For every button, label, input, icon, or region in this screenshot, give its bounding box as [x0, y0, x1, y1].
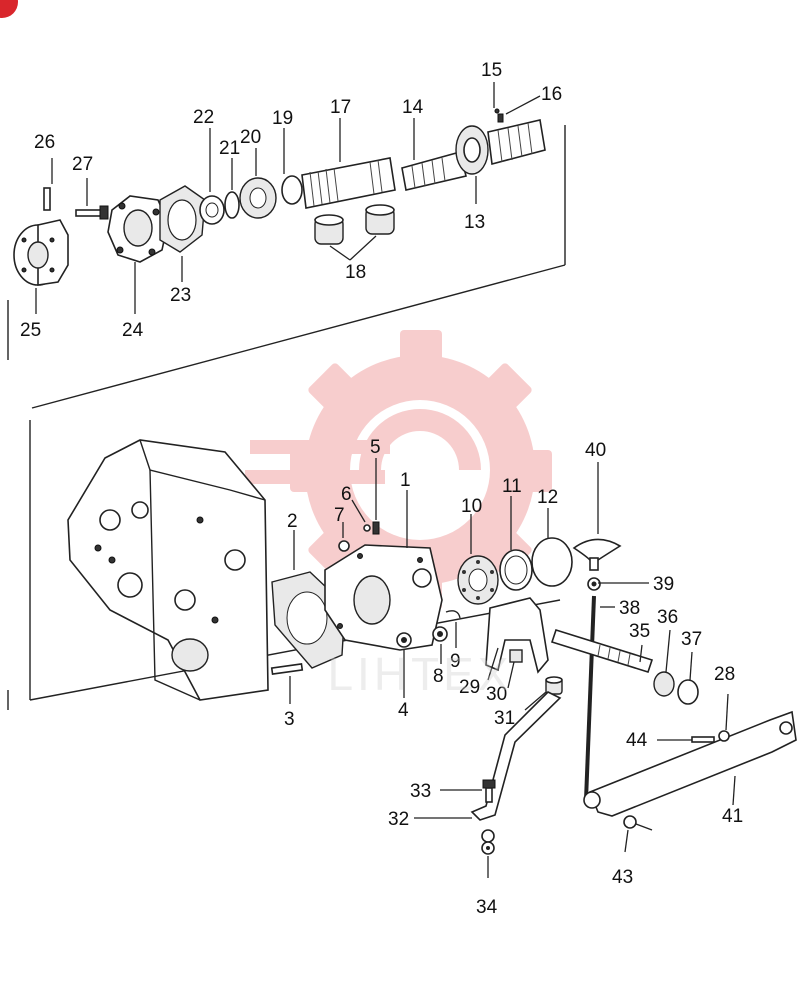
part-6-washer [363, 524, 371, 532]
callout-1: 1 [400, 470, 411, 491]
callout-16: 16 [541, 84, 562, 105]
part-3-stud [270, 663, 304, 675]
part-37-washer [677, 679, 699, 705]
callout-15: 15 [481, 60, 502, 81]
callout-18: 18 [345, 262, 366, 283]
callout-12: 12 [537, 487, 558, 508]
transmission-case [67, 439, 269, 701]
part-1-pto-housing [324, 544, 443, 651]
callout-38: 38 [619, 598, 640, 619]
callout-30: 30 [486, 684, 507, 705]
callout-44: 44 [626, 730, 648, 751]
callout-20: 20 [240, 127, 261, 148]
corner-badge [0, 0, 18, 18]
leader-lines [35, 82, 736, 878]
part-33-bolt [482, 779, 496, 803]
callout-5: 5 [370, 437, 381, 458]
part-19-spacer [281, 175, 303, 205]
part-4-nut [396, 632, 412, 648]
part-22-hole [205, 202, 219, 218]
callout-36: 36 [657, 607, 678, 628]
callout-10: 10 [461, 496, 482, 517]
part-26-pin [43, 187, 51, 211]
part-44-bolt [691, 736, 715, 743]
callout-3: 3 [284, 709, 295, 730]
callout-37: 37 [681, 629, 702, 650]
part-43-pin [623, 815, 653, 831]
callout-28: 28 [714, 664, 735, 685]
callout-39: 39 [653, 574, 674, 595]
callout-4: 4 [398, 700, 409, 721]
part-11-ring-inner [504, 555, 528, 585]
callout-40: 40 [585, 440, 606, 461]
callout-7: 7 [334, 505, 345, 526]
part-8-nut [432, 626, 448, 642]
callout-27: 27 [72, 154, 93, 175]
callout-11: 11 [502, 476, 522, 497]
callout-35: 35 [629, 621, 650, 642]
part-12-ring [531, 537, 573, 587]
callout-25: 25 [20, 320, 41, 341]
part-9-pin [445, 610, 461, 619]
part-17-gear-shaft [301, 157, 396, 209]
part-15-ball [494, 108, 500, 114]
part-16-gear-end [487, 119, 546, 166]
watermark-logo [245, 330, 552, 610]
callout-41: 41 [722, 806, 743, 827]
callout-29: 29 [459, 677, 480, 698]
callout-23: 23 [170, 285, 191, 306]
part-20-bearing [239, 177, 277, 219]
callout-19: 19 [272, 108, 293, 129]
part-24-housing [107, 195, 169, 263]
callout-17: 17 [330, 97, 351, 118]
part-36-seal [653, 671, 675, 697]
upper-section-frame [7, 125, 566, 701]
part-18-bushings [314, 204, 395, 245]
part-30-block [509, 649, 523, 663]
part-39-nut [587, 577, 601, 591]
part-7-plug [338, 540, 350, 552]
part-40-knob [572, 538, 622, 571]
part-21-ring [224, 191, 240, 219]
watermark-text: LIHTEX [327, 648, 512, 700]
callout-24: 24 [122, 320, 144, 341]
callout-2: 2 [287, 511, 298, 532]
part-31-bushing [545, 676, 563, 695]
part-10-bearing [457, 555, 499, 605]
part-14-output-shaft [401, 151, 467, 191]
part-5-bolt [372, 521, 380, 535]
part-27-bolt [75, 205, 109, 220]
callout-9: 9 [450, 651, 461, 672]
callout-21: 21 [219, 138, 240, 159]
callout-22: 22 [193, 107, 214, 128]
callout-32: 32 [388, 809, 409, 830]
part-38-rod [584, 595, 596, 801]
part-16-key [497, 113, 504, 123]
part-25-flange [13, 219, 69, 286]
callout-13: 13 [464, 212, 485, 233]
part-28-nut [718, 730, 730, 742]
callout-43: 43 [612, 867, 633, 888]
part-35-shaft [550, 629, 654, 673]
callout-6: 6 [341, 484, 352, 505]
part-13-gear-collar [455, 125, 489, 175]
callout-33: 33 [410, 781, 431, 802]
callout-26: 26 [34, 132, 55, 153]
part-34-nut [481, 829, 495, 855]
callout-numbers: 1 2 3 4 5 6 7 8 9 10 11 12 13 14 15 16 1… [20, 60, 743, 918]
callout-31: 31 [494, 708, 515, 729]
callout-34: 34 [476, 897, 498, 918]
part-41-lever-arm [583, 710, 797, 817]
callout-8: 8 [433, 666, 444, 687]
part-23-gasket [159, 185, 206, 253]
callout-14: 14 [402, 97, 424, 118]
